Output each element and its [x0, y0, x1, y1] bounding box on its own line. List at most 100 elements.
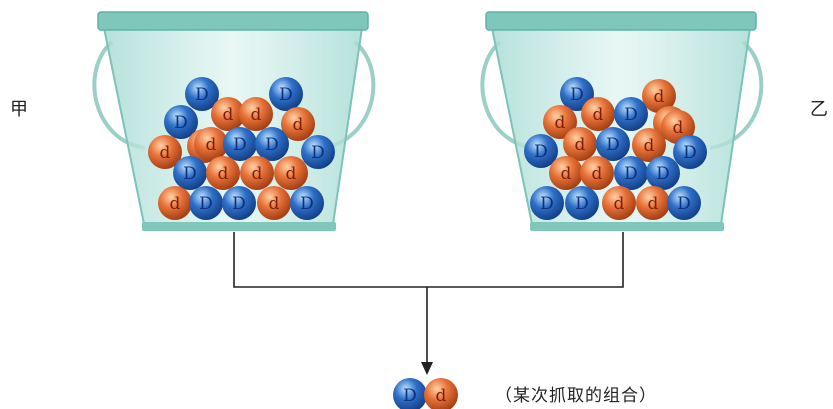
ball-letter: d [251, 105, 262, 125]
orange-ball [274, 156, 308, 190]
ball-d-recessive: d [632, 128, 666, 162]
ball-letter: d [269, 194, 280, 214]
balls-yi: DdddDddDdDdDddDDDDddD [524, 77, 707, 220]
ball-d-recessive: d [543, 105, 577, 139]
ball-letter: d [654, 87, 665, 107]
ball-letter: D [575, 194, 589, 214]
bucket-base [142, 222, 336, 231]
ball-letter: d [555, 113, 566, 133]
ball-d-dominant: D [290, 186, 324, 220]
bucket-rim [485, 11, 757, 31]
bucket-rim [97, 11, 369, 31]
ball-d-dominant: D [673, 135, 707, 169]
orange-ball [148, 135, 182, 169]
ball-d-recessive: d [206, 156, 240, 190]
blue-ball [173, 156, 207, 190]
ball-d-recessive: d [549, 156, 583, 190]
ball-letter: D [656, 164, 670, 184]
ball-letter: D [534, 142, 548, 162]
bucket-base [530, 222, 724, 231]
ball-d-recessive: d [602, 186, 636, 220]
ball-letter: D [195, 85, 209, 105]
connector-line [233, 232, 624, 288]
ball-d-recessive: d [642, 79, 676, 113]
ball-letter: d [575, 135, 586, 155]
ball-letter: d [286, 164, 297, 184]
blue-ball [530, 186, 564, 220]
blue-ball [596, 127, 630, 161]
ball-letter: d [673, 118, 684, 138]
ball-letter: d [436, 386, 447, 406]
orange-ball [580, 156, 614, 190]
orange-ball [642, 79, 676, 113]
orange-ball [549, 156, 583, 190]
blue-ball [222, 186, 256, 220]
ball-letter: D [624, 164, 638, 184]
ball-letter: D [677, 194, 691, 214]
blue-ball [565, 186, 599, 220]
ball-d-dominant: D [646, 156, 680, 190]
ball-d-recessive: d [581, 97, 615, 131]
ball-letter: D [279, 85, 293, 105]
ball-d-recessive: d [240, 156, 274, 190]
orange-ball [424, 378, 458, 409]
ball-letter: D [199, 194, 213, 214]
ball-letter: D [233, 135, 247, 155]
ball-d-dominant: D [565, 186, 599, 220]
ball-letter: d [293, 115, 304, 135]
ball-letter: D [570, 85, 584, 105]
bucket-jia: DDDddddddDDDDddddDDdD [92, 11, 376, 231]
ball-letter: D [403, 386, 417, 406]
ball-d-recessive: d [211, 97, 245, 131]
ball-letter: D [174, 113, 188, 133]
ball-d-dominant: D [189, 186, 223, 220]
ball-d-recessive: d [239, 97, 273, 131]
orange-ball [211, 97, 245, 131]
ball-letter: d [593, 105, 604, 125]
ball-letter: d [218, 164, 229, 184]
ball-letter: D [683, 143, 697, 163]
connector-lines [233, 232, 624, 364]
ball-d-recessive: d [194, 127, 228, 161]
orange-ball [563, 127, 597, 161]
ball-letter: d [648, 194, 659, 214]
drawn-ball: D [393, 378, 427, 409]
label-jia: 甲 [10, 99, 28, 120]
ball-letter: d [160, 143, 171, 163]
blue-ball [646, 156, 680, 190]
ball-letter: d [561, 164, 572, 184]
ball-d-dominant: D [223, 127, 257, 161]
ball-d-dominant: D [164, 105, 198, 139]
ball-letter: d [592, 164, 603, 184]
ball-letter: d [206, 135, 217, 155]
ball-d-recessive: d [281, 107, 315, 141]
ball-letter: D [183, 164, 197, 184]
blue-ball [223, 127, 257, 161]
orange-ball [543, 105, 577, 139]
blue-ball [301, 135, 335, 169]
ball-d-dominant: D [222, 186, 256, 220]
blue-ball [185, 77, 219, 111]
ball-d-recessive: d [580, 156, 614, 190]
ball-letter: D [311, 143, 325, 163]
blue-ball [269, 77, 303, 111]
ball-d-dominant: D [614, 97, 648, 131]
ball-letter: D [300, 194, 314, 214]
blue-ball [393, 378, 427, 409]
blue-ball [164, 105, 198, 139]
ball-letter: d [252, 164, 263, 184]
ball-d-dominant: D [173, 156, 207, 190]
ball-d-dominant: D [301, 135, 335, 169]
blue-ball [614, 156, 648, 190]
blue-ball [255, 127, 289, 161]
ball-d-recessive: d [274, 156, 308, 190]
blue-ball [524, 134, 558, 168]
ball-d-dominant: D [530, 186, 564, 220]
orange-ball [636, 186, 670, 220]
ball-d-recessive: d [563, 127, 597, 161]
blue-ball [673, 135, 707, 169]
ball-letter: D [265, 135, 279, 155]
orange-ball [281, 107, 315, 141]
blue-ball [614, 97, 648, 131]
